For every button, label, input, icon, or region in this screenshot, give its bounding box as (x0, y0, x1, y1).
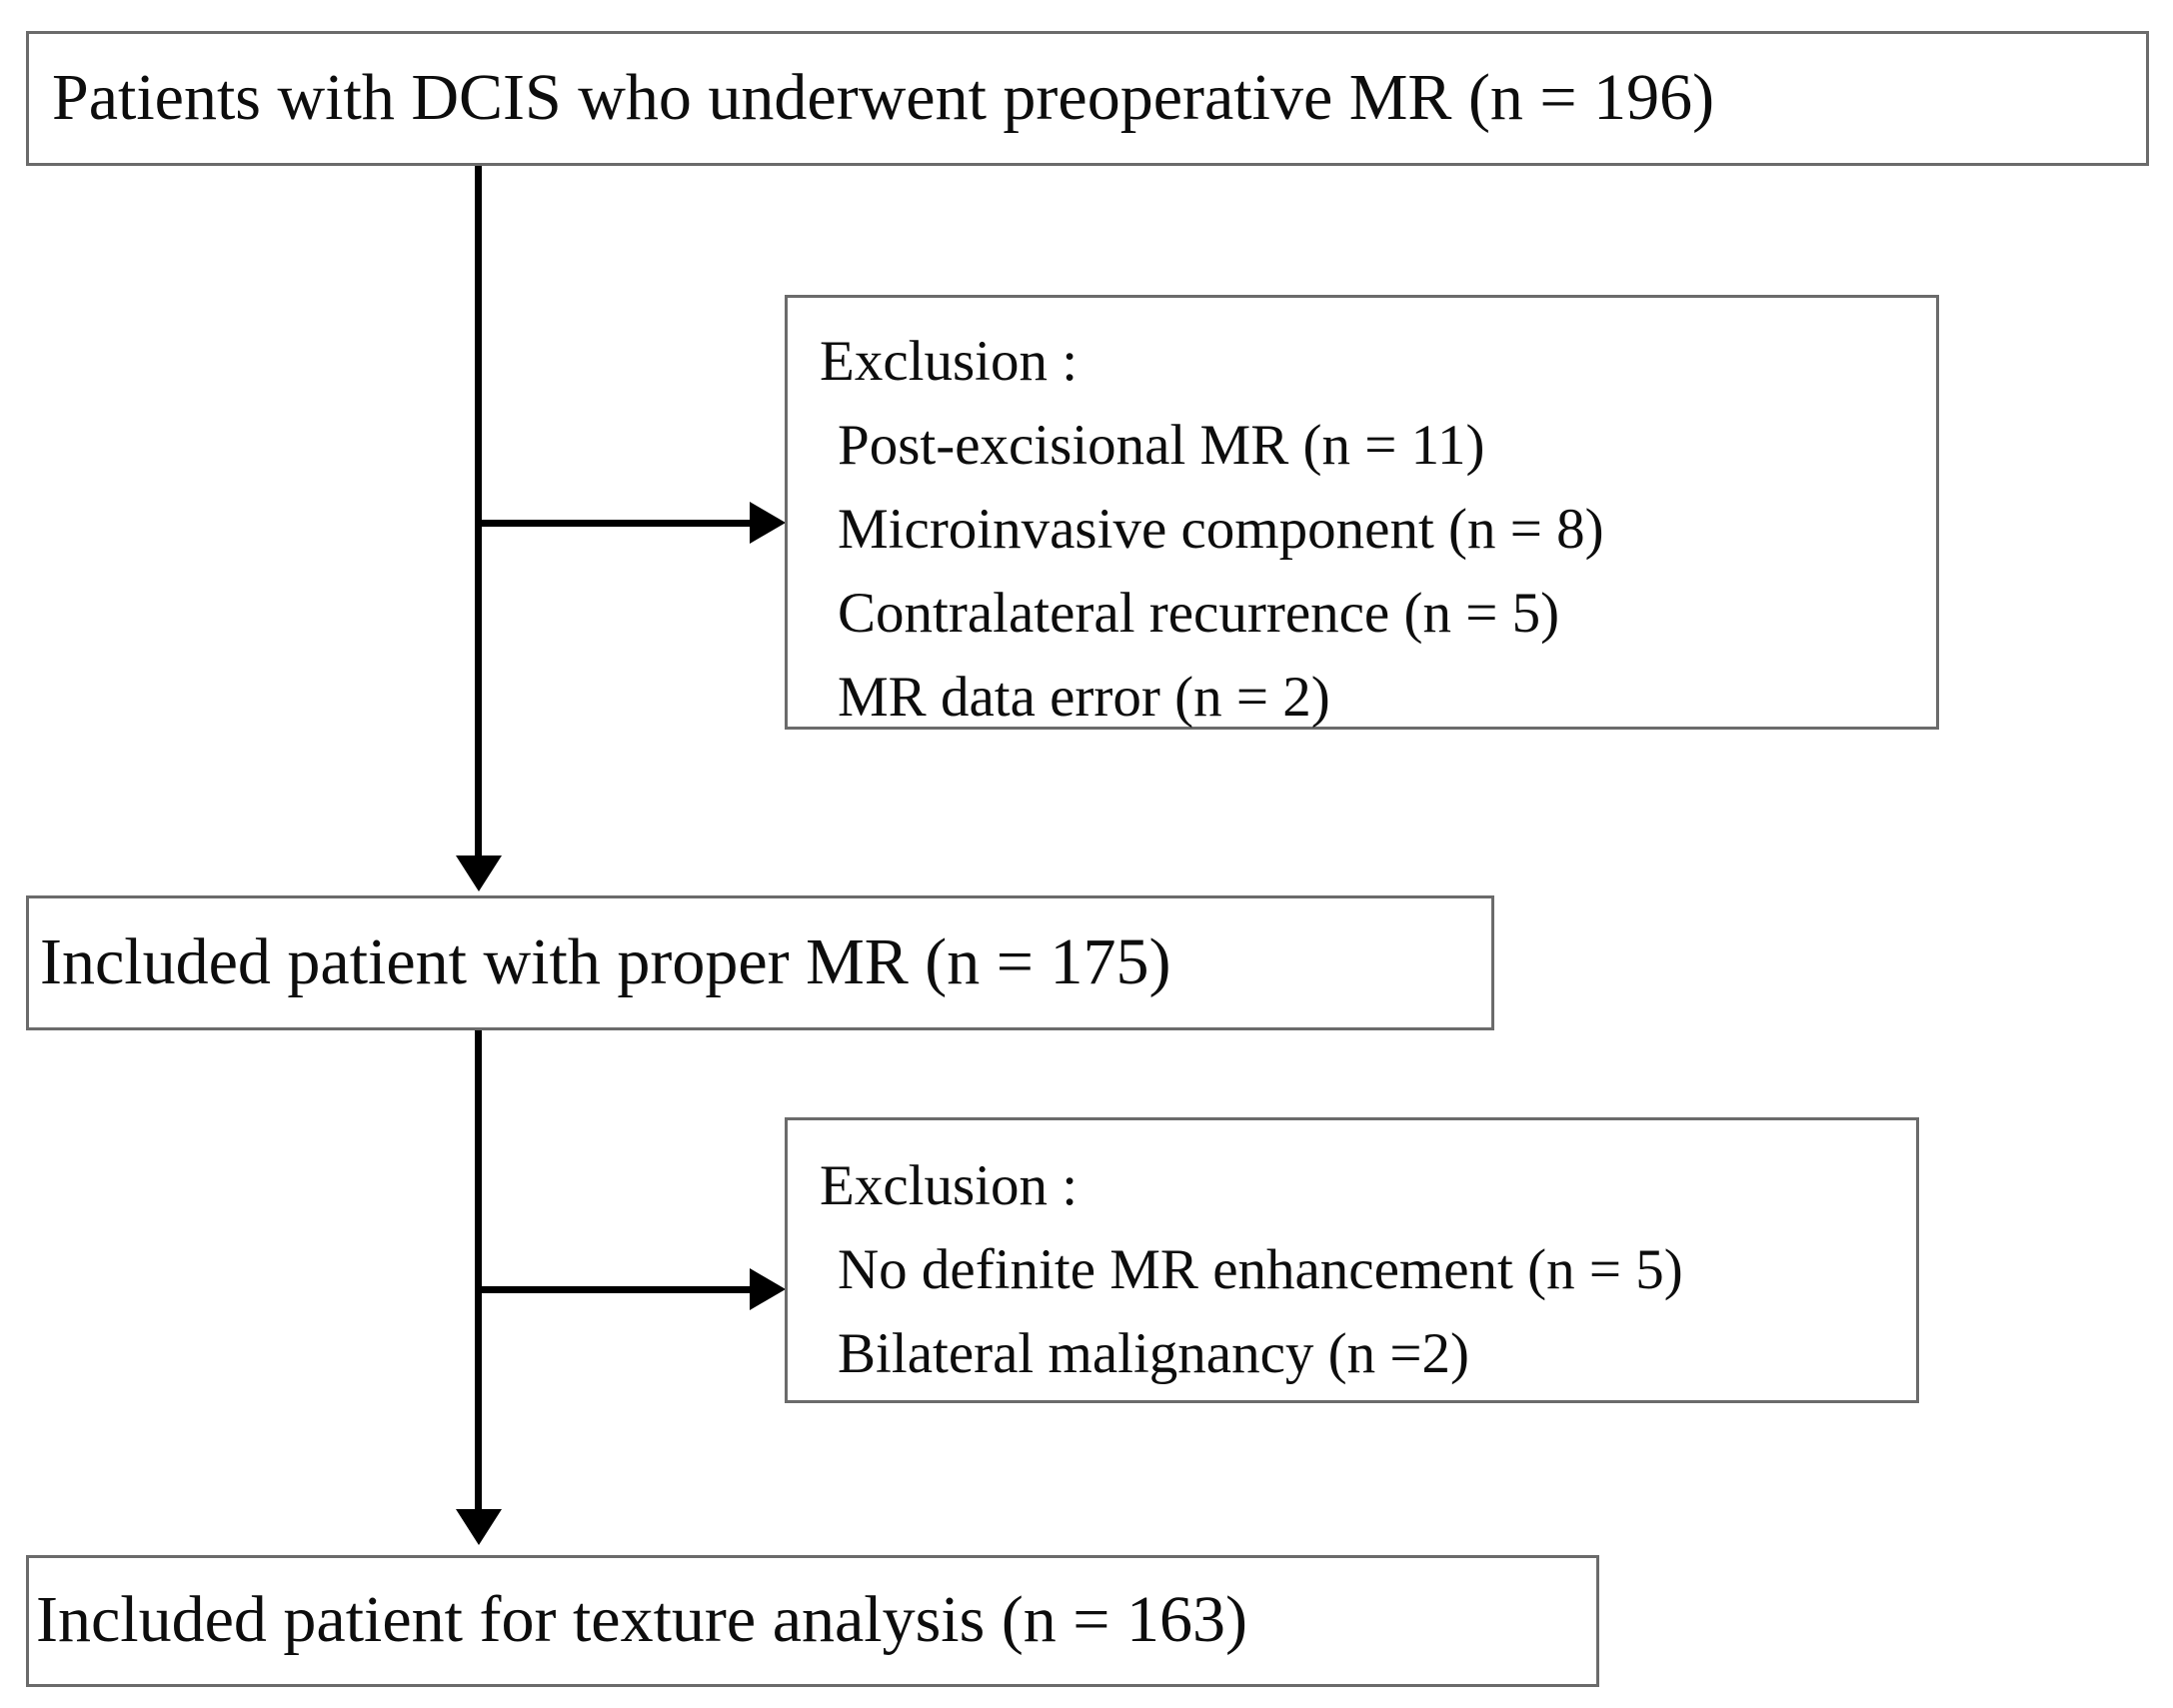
exclusion-1-item-microinvasive-component: Microinvasive component (n = 8) (838, 498, 1604, 561)
exclusion-box-2 (785, 1117, 1919, 1403)
exclusion-1-content: Exclusion : Post-excisional MR (n = 11) … (820, 320, 1604, 740)
arrow-down-icon-to-included-final (456, 1509, 502, 1545)
arrow-right-icon-to-exclusion-1 (750, 502, 786, 544)
exclusion-1-item-mr-data-error: MR data error (n = 2) (838, 666, 1330, 729)
node-box-included-proper (26, 895, 1494, 1030)
exclusion-box-1 (785, 295, 1939, 730)
arrow-down-icon-to-included-proper (456, 855, 502, 891)
connector-enrolled-to-included-proper-line (475, 166, 482, 855)
node-box-enrolled (26, 31, 2149, 166)
node-label-included-proper: Included patient with proper MR (n = 175… (40, 925, 1171, 998)
exclusion-2-item-bilateral-malignancy: Bilateral malignancy (n =2) (838, 1322, 1470, 1385)
connector-enrolled-to-exclusion-1-line (475, 520, 753, 527)
exclusion-1-item-contralateral-recurrence: Contralateral recurrence (n = 5) (838, 582, 1560, 645)
connector-included-proper-to-included-final-line (475, 1030, 482, 1536)
exclusion-1-heading: Exclusion : (820, 330, 1079, 393)
exclusion-2-content: Exclusion : No definite MR enhancement (… (820, 1144, 1683, 1396)
exclusion-2-heading: Exclusion : (820, 1154, 1079, 1217)
node-box-included-final (26, 1555, 1599, 1687)
node-label-enrolled: Patients with DCIS who underwent preoper… (52, 61, 1715, 134)
arrow-right-icon-to-exclusion-2 (750, 1268, 786, 1310)
exclusion-1-item-post-excisional-mr: Post-excisional MR (n = 11) (838, 414, 1485, 477)
exclusion-2-item-no-definite-mr-enhancement: No definite MR enhancement (n = 5) (838, 1238, 1683, 1301)
node-label-included-final: Included patient for texture analysis (n… (36, 1583, 1248, 1656)
connector-included-proper-to-exclusion-2-line (475, 1286, 753, 1293)
